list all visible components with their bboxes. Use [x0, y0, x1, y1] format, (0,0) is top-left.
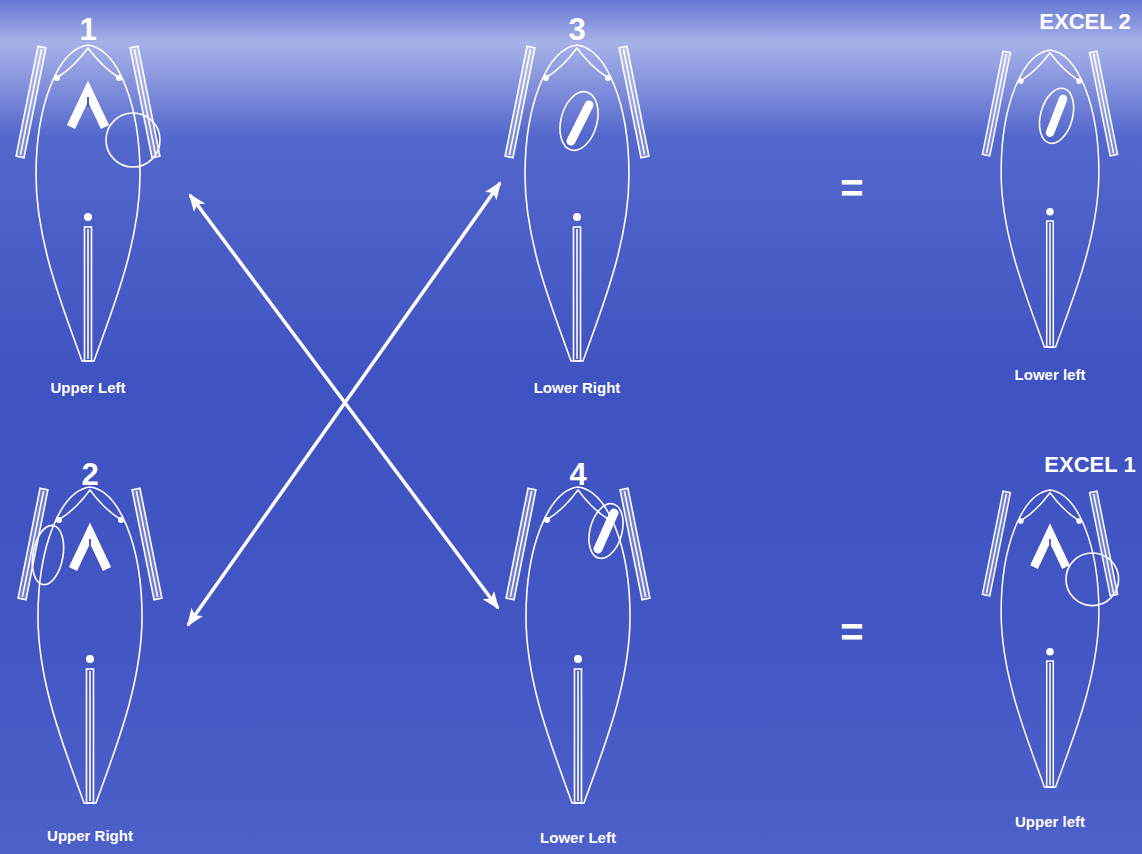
boat-hull	[982, 490, 1117, 787]
equals-sign: =	[840, 610, 863, 654]
boat-hull	[16, 45, 160, 361]
highlight-ellipse	[1034, 84, 1079, 147]
boat-number: 2	[81, 458, 98, 492]
boat-position: 3Lower Right	[497, 13, 657, 397]
boat-hull	[982, 50, 1117, 347]
boat-position: EXCEL 2 Lower left	[965, 9, 1135, 384]
crew-chevron	[73, 533, 107, 569]
crew-bar	[598, 513, 614, 549]
position-caption: Lower left	[1015, 366, 1086, 384]
crew-chevron	[71, 91, 105, 127]
boat-hull	[506, 487, 650, 803]
boat	[982, 490, 1118, 787]
highlight-circle	[1066, 553, 1119, 606]
boat-position: 2Upper Right	[10, 458, 170, 845]
highlight-ellipse	[554, 87, 604, 154]
equals-sign: =	[840, 166, 863, 210]
position-caption: Upper left	[1015, 813, 1085, 831]
boat-position: EXCEL 1 Upper left	[965, 452, 1135, 831]
boat	[16, 45, 160, 361]
crew-bar	[1050, 99, 1063, 133]
position-caption: Lower Left	[540, 829, 616, 847]
boat	[18, 487, 162, 803]
highlight-circle	[106, 113, 160, 167]
boat-number: EXCEL 2	[1039, 9, 1130, 35]
boat	[982, 50, 1117, 347]
highlight-ellipse	[583, 500, 628, 562]
boat-hull	[18, 487, 162, 803]
boat-position: 1Upper Left	[8, 13, 168, 397]
boat	[506, 487, 650, 803]
boat-hull	[505, 45, 649, 361]
boat	[505, 45, 649, 361]
position-caption: Upper Left	[51, 379, 126, 397]
boat-number: 3	[568, 13, 585, 47]
position-caption: Upper Right	[47, 827, 133, 845]
crew-chevron	[1034, 533, 1066, 567]
boat-number: 1	[79, 13, 96, 47]
position-caption: Lower Right	[534, 379, 621, 397]
crew-bar	[571, 105, 589, 141]
boat-number: 4	[569, 458, 586, 492]
boat-number: EXCEL 1	[1044, 452, 1135, 478]
swap-arrow	[188, 183, 500, 625]
highlight-ellipse	[28, 523, 68, 587]
boat-position: 4Lower Left	[498, 458, 658, 847]
